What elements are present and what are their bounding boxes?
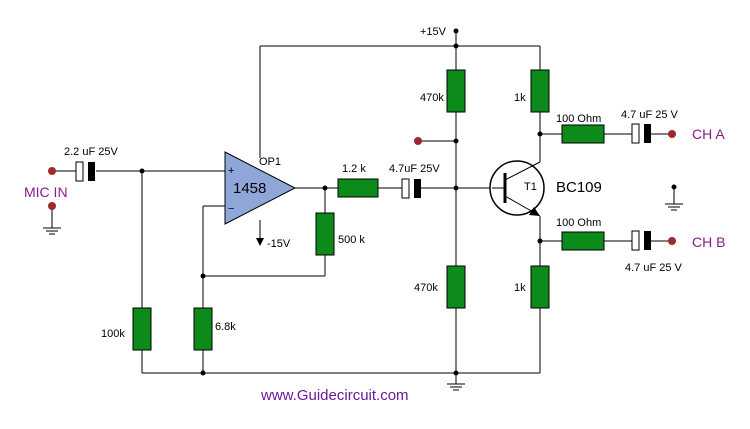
transistor-t1 xyxy=(489,160,545,217)
resistor-470k-bottom xyxy=(446,265,466,309)
input-terminal-signal xyxy=(48,167,56,175)
resistor-100ohm-a xyxy=(561,124,605,144)
opamp-triangle xyxy=(224,151,297,225)
resistor-500k-label: 500 k xyxy=(338,234,365,246)
resistor-6k8-label: 6.8k xyxy=(215,321,236,333)
input-terminal-ground xyxy=(48,202,56,210)
ground-symbol-input xyxy=(43,227,61,235)
opamp-ref: OP1 xyxy=(259,156,281,168)
vee-label: -15V xyxy=(267,238,291,250)
opamp-part: 1458 xyxy=(233,180,266,197)
capacitor-input xyxy=(75,161,95,182)
output-cap-a-label: 4.7 uF 25 V xyxy=(621,109,679,121)
capacitor-output-a xyxy=(631,123,651,144)
opamp-minus: − xyxy=(228,203,234,215)
opamp-plus: + xyxy=(228,165,234,177)
ground-symbol-main xyxy=(447,383,465,391)
output-terminal-b xyxy=(668,237,676,245)
resistor-470k-top-label: 470k xyxy=(420,92,444,104)
resistor-1k-bottom xyxy=(530,265,550,309)
output-cap-b-label: 4.7 uF 25 V xyxy=(625,262,683,274)
website-label: www.Guidecircuit.com xyxy=(260,387,409,404)
terminals xyxy=(48,130,676,245)
resistor-1k-bottom-label: 1k xyxy=(514,282,526,294)
bias-terminal xyxy=(414,137,422,145)
vcc-label: +15V xyxy=(420,26,447,38)
ground-symbol-output xyxy=(665,203,683,211)
resistor-100ohm-b xyxy=(561,231,605,251)
transistor-ref: T1 xyxy=(524,181,537,193)
negative-supply-arrow xyxy=(256,238,264,246)
transistor-part: BC109 xyxy=(556,179,602,196)
input-label: MIC IN xyxy=(24,184,68,200)
wiring xyxy=(51,31,675,384)
resistor-100k xyxy=(132,307,152,351)
capacitor-coupling xyxy=(401,178,421,199)
resistor-470k-top xyxy=(446,69,466,113)
resistor-6k8 xyxy=(193,307,213,351)
resistor-470k-bottom-label: 470k xyxy=(414,282,438,294)
output-a-label: CH A xyxy=(692,126,725,142)
junction-dots xyxy=(139,28,677,376)
resistor-1k2 xyxy=(337,178,379,198)
resistor-1k-top-label: 1k xyxy=(514,92,526,104)
output-terminal-a xyxy=(668,130,676,138)
resistor-1k2-label: 1.2 k xyxy=(342,163,366,175)
capacitor-output-b xyxy=(631,230,651,251)
resistor-100ohm-a-label: 100 Ohm xyxy=(556,113,601,125)
resistor-100k-label: 100k xyxy=(101,328,125,340)
resistor-1k-top xyxy=(530,69,550,113)
input-cap-label: 2.2 uF 25V xyxy=(64,146,118,158)
resistor-100ohm-b-label: 100 Ohm xyxy=(556,217,601,229)
coupling-cap-label: 4.7uF 25V xyxy=(389,163,440,175)
output-b-label: CH B xyxy=(692,234,725,250)
resistor-500k xyxy=(315,212,335,256)
